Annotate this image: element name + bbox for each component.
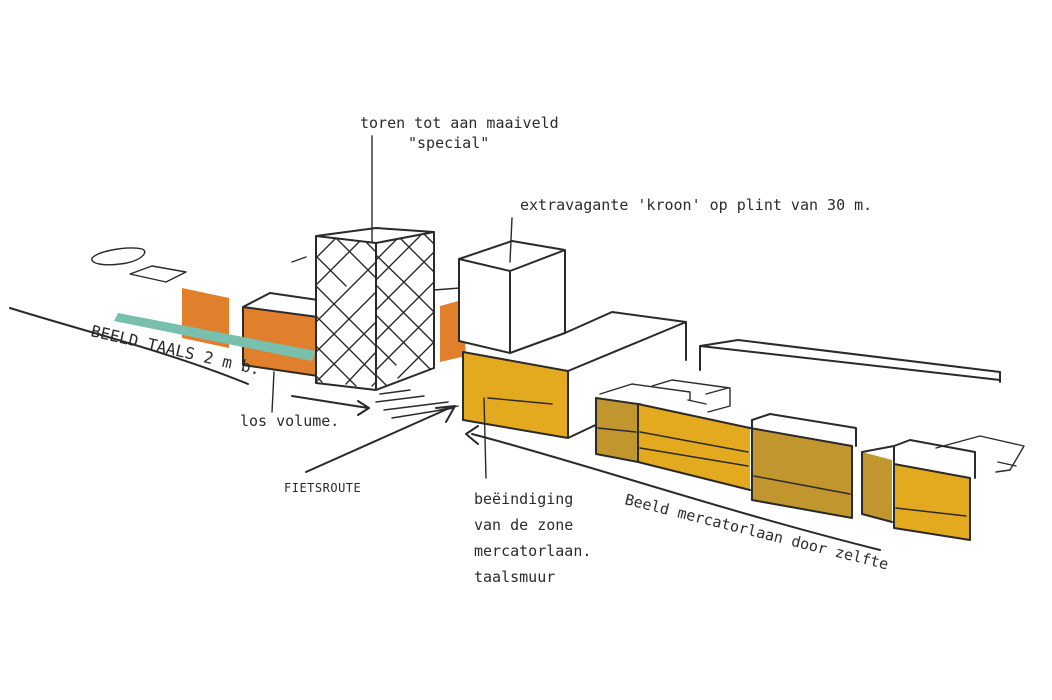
tower-outline (315, 227, 435, 391)
annotation-beeindiging-4: taalsmuur (474, 568, 555, 586)
teal-strip (114, 313, 316, 361)
yellow-block-2 (894, 464, 970, 540)
orange-sliver-outline (433, 287, 463, 301)
street-line-left (9, 307, 249, 385)
crown-face-right (510, 250, 565, 353)
beeld-right-arrow (465, 425, 881, 551)
orange-block-front (243, 307, 318, 376)
tower-diagrid (315, 233, 435, 387)
annotation-beeindiging-3: mercatorlaan. (474, 542, 591, 560)
plinth-outline (462, 311, 687, 439)
annotation-tower-2: "special" (408, 134, 489, 152)
annotation-beeindiging-2: van de zone (474, 516, 573, 534)
ochre-block-3 (862, 452, 892, 522)
right-blocks-outline (595, 397, 976, 541)
crown-face-left (459, 259, 510, 353)
fietsroute-arrow (305, 405, 456, 473)
plinth-line (487, 397, 553, 405)
distant-tick (291, 256, 307, 263)
distant-block-outline (129, 265, 187, 283)
annotation-fietsroute: FIETSROUTE (284, 481, 361, 495)
ochre-block-2 (752, 428, 852, 518)
far-right-outline (935, 435, 1025, 473)
annotation-crown: extravagante 'kroon' op plint van 30 m. (520, 196, 872, 214)
roof-boxes (599, 379, 731, 413)
distant-blob-outline (91, 247, 146, 266)
right-blocks-bands (597, 427, 967, 517)
leader-beeindiging (483, 397, 487, 479)
route-arrow-left (291, 395, 370, 416)
long-bar-outline (699, 339, 1001, 383)
plinth-front-yellow (463, 352, 568, 438)
leader-crown (509, 217, 513, 263)
annotation-los-volume: los volume. (240, 412, 339, 430)
tower-face-left (316, 236, 376, 390)
crown-outline (458, 240, 566, 354)
route-hatches (375, 389, 459, 419)
annotation-beeindiging-1: beëindiging (474, 490, 573, 508)
annotation-tower-1: toren tot aan maaiveld (360, 114, 559, 132)
leader-los-volume (271, 371, 275, 413)
